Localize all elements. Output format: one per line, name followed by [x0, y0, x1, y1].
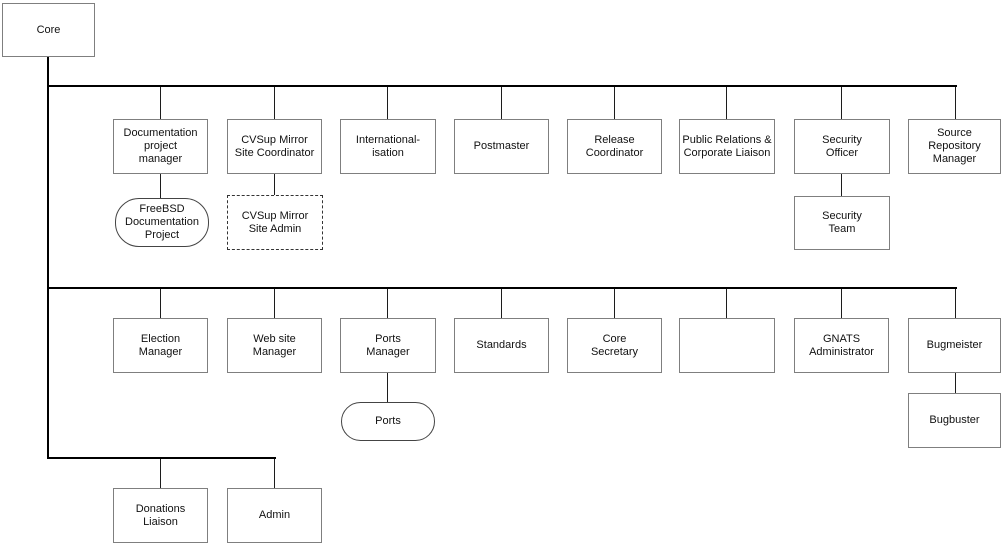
- node-admin: Admin: [227, 488, 322, 543]
- connector: [726, 87, 727, 119]
- trunk-vertical-line: [47, 57, 49, 459]
- connector: [160, 459, 161, 488]
- connector: [841, 174, 842, 196]
- node-unlabeled: [679, 318, 775, 373]
- node-freebsd-documentation-project: FreeBSD Documentation Project: [115, 198, 209, 247]
- tier2-horizontal-line: [47, 287, 957, 289]
- node-cvsup-mirror-site-admin: CVSup Mirror Site Admin: [227, 195, 323, 250]
- node-documentation-project-manager: Documentation project manager: [113, 119, 208, 174]
- tier1-horizontal-line: [47, 85, 957, 87]
- node-gnats-administrator: GNATS Administrator: [794, 318, 889, 373]
- node-core-secretary: Core Secretary: [567, 318, 662, 373]
- node-source-repository-manager: Source Repository Manager: [908, 119, 1001, 174]
- connector: [501, 289, 502, 318]
- connector: [160, 87, 161, 119]
- node-security-officer: Security Officer: [794, 119, 890, 174]
- connector: [841, 289, 842, 318]
- node-core: Core: [2, 3, 95, 57]
- node-standards: Standards: [454, 318, 549, 373]
- connector: [160, 174, 161, 198]
- connector: [274, 87, 275, 119]
- connector: [955, 373, 956, 393]
- connector: [726, 289, 727, 318]
- node-release-coordinator: Release Coordinator: [567, 119, 662, 174]
- connector: [955, 87, 956, 119]
- node-ports-manager: Ports Manager: [340, 318, 436, 373]
- connector: [160, 289, 161, 318]
- node-ports: Ports: [341, 402, 435, 441]
- connector: [274, 459, 275, 488]
- node-internationalisation: International- isation: [340, 119, 436, 174]
- connector: [614, 289, 615, 318]
- node-bugbuster: Bugbuster: [908, 393, 1001, 448]
- node-cvsup-mirror-site-coordinator: CVSup Mirror Site Coordinator: [227, 119, 322, 174]
- node-bugmeister: Bugmeister: [908, 318, 1001, 373]
- connector: [274, 289, 275, 318]
- connector: [955, 289, 956, 318]
- node-donations-liaison: Donations Liaison: [113, 488, 208, 543]
- node-public-relations-corporate-liaison: Public Relations & Corporate Liaison: [679, 119, 775, 174]
- node-security-team: Security Team: [794, 196, 890, 250]
- node-election-manager: Election Manager: [113, 318, 208, 373]
- connector: [501, 87, 502, 119]
- tier3-horizontal-line: [47, 457, 276, 459]
- node-postmaster: Postmaster: [454, 119, 549, 174]
- connector: [274, 174, 275, 195]
- connector: [387, 289, 388, 318]
- node-web-site-manager: Web site Manager: [227, 318, 322, 373]
- connector: [614, 87, 615, 119]
- connector: [841, 87, 842, 119]
- connector: [387, 373, 388, 402]
- connector: [387, 87, 388, 119]
